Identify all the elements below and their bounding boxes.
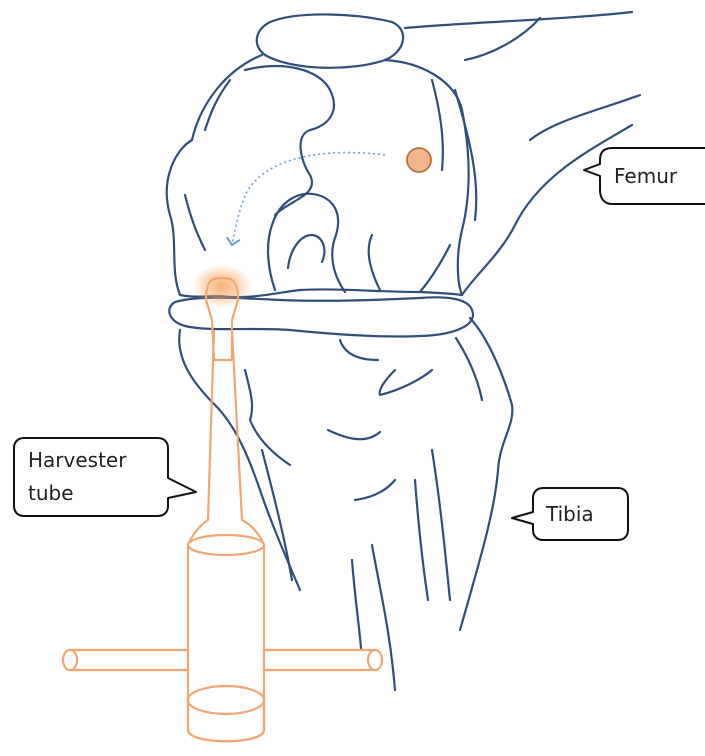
harvester-label-line2: tube [28, 481, 74, 505]
femur-callout: Femur [584, 148, 705, 204]
tibia-label: Tibia [545, 502, 594, 526]
rotation-arrow [232, 153, 385, 245]
tibia-callout: Tibia [512, 488, 628, 540]
femur-label: Femur [614, 164, 678, 188]
harvester-label-line1: Harvester [28, 448, 127, 472]
target-marker [407, 148, 431, 172]
harvest-glow [192, 264, 252, 308]
femur-drawing [167, 12, 640, 297]
harvester-tube-callout: Harvester tube [14, 438, 196, 516]
